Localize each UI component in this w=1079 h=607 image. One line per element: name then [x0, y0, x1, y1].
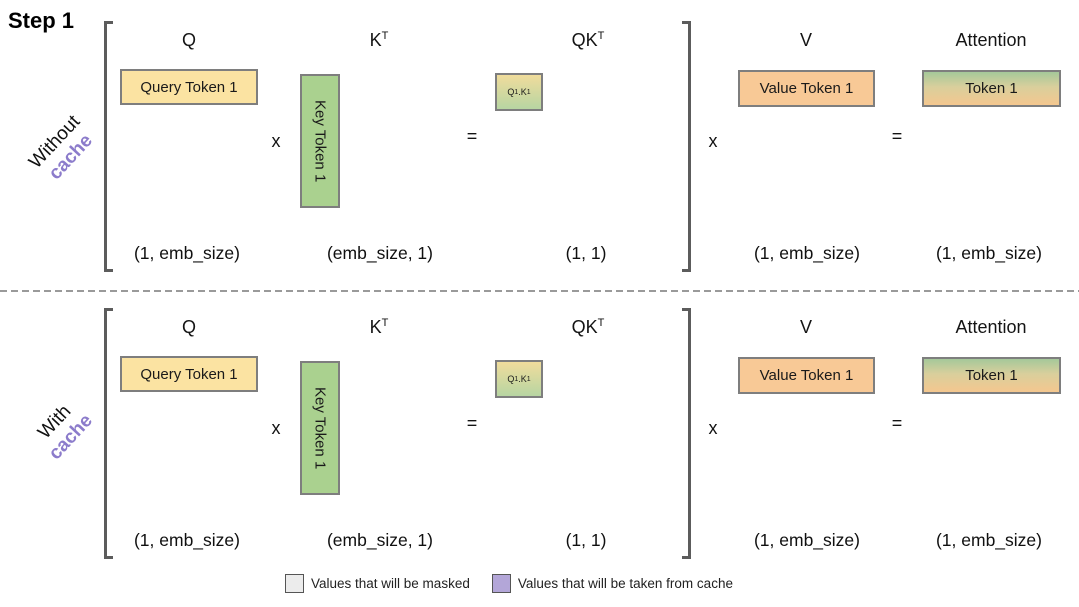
equals-operator: = — [891, 126, 903, 146]
header-qk-transpose: QKT — [548, 30, 628, 51]
dim-label-qk: (1, 1) — [565, 530, 607, 550]
qk-q-sub: 1 — [514, 88, 519, 96]
header-qk-transpose: QKT — [548, 317, 628, 338]
header-qk-base: QK — [571, 317, 598, 337]
dim-label-k: (emb_size, 1) — [326, 530, 433, 550]
qk-q-sub: 1 — [514, 375, 519, 383]
dim-label-k: (emb_size, 1) — [326, 243, 433, 263]
qk-q: Q — [507, 87, 515, 97]
header-k-base: K — [369, 317, 382, 337]
header-k-transpose: KT — [339, 30, 419, 51]
header-k-sup: T — [381, 30, 389, 42]
qk-k-sub: 1 — [526, 375, 531, 383]
header-attention: Attention — [955, 317, 1027, 337]
header-k-base: K — [369, 30, 382, 50]
dim-label-qk: (1, 1) — [565, 243, 607, 263]
equals-operator: = — [466, 413, 478, 433]
header-v: V — [799, 30, 812, 50]
header-qk-base: QK — [571, 30, 598, 50]
cache-swatch — [491, 574, 511, 593]
dim-label-v: (1, emb_size) — [753, 243, 860, 263]
header-qk-sup: T — [597, 317, 605, 329]
legend-label: Values that will be taken from cache — [517, 576, 733, 591]
dim-label-attention: (1, emb_size) — [935, 530, 1042, 550]
dim-label-attention: (1, emb_size) — [935, 243, 1042, 263]
row-label-with-cache: With cache — [6, 371, 120, 489]
key-token-box: Key Token 1 — [300, 361, 340, 495]
header-v: V — [799, 317, 812, 337]
qk-k: K — [520, 374, 527, 384]
legend-item-masked: Values that will be masked — [285, 574, 470, 593]
multiply-operator: x — [271, 418, 281, 438]
dim-label-q: (1, emb_size) — [133, 243, 240, 263]
step-title: Step 1 — [8, 8, 75, 33]
query-token-box: Query Token 1 — [120, 356, 258, 392]
header-attention: Attention — [955, 30, 1027, 50]
qk-k-sub: 1 — [526, 88, 531, 96]
multiply-operator: x — [271, 131, 281, 151]
attention-token-box: Token 1 — [922, 357, 1061, 394]
legend-label: Values that will be masked — [311, 576, 470, 591]
row-without-cache: Without cache Q KT QKT V Attention Query… — [0, 0, 1079, 285]
header-k-sup: T — [381, 317, 389, 329]
legend-item-cache: Values that will be taken from cache — [491, 574, 733, 593]
qk-q: Q — [507, 374, 515, 384]
qk-dot: . — [518, 87, 521, 97]
multiply-operator: x — [708, 131, 718, 151]
right-bracket — [682, 308, 691, 559]
value-token-box: Value Token 1 — [738, 70, 875, 107]
left-bracket — [104, 308, 113, 559]
equals-operator: = — [466, 126, 478, 146]
header-q: Q — [181, 317, 196, 337]
multiply-operator: x — [708, 418, 718, 438]
key-token-box: Key Token 1 — [300, 74, 340, 208]
masked-swatch — [285, 574, 304, 593]
row-label-without-cache: Without cache — [6, 91, 120, 209]
dim-label-v: (1, emb_size) — [753, 530, 860, 550]
legend: Values that will be masked Values that w… — [285, 574, 733, 593]
query-token-box: Query Token 1 — [120, 69, 258, 105]
header-qk-sup: T — [597, 30, 605, 42]
right-bracket — [682, 21, 691, 272]
left-bracket — [104, 21, 113, 272]
value-token-box: Value Token 1 — [738, 357, 875, 394]
equals-operator: = — [891, 413, 903, 433]
header-k-transpose: KT — [339, 317, 419, 338]
attention-token-box: Token 1 — [922, 70, 1061, 107]
row-with-cache: With cache Q KT QKT V Attention Query To… — [0, 287, 1079, 572]
qk-dot: . — [518, 374, 521, 384]
dim-label-q: (1, emb_size) — [133, 530, 240, 550]
qk-k: K — [520, 87, 527, 97]
header-q: Q — [181, 30, 196, 50]
dashed-separator — [0, 290, 1079, 292]
